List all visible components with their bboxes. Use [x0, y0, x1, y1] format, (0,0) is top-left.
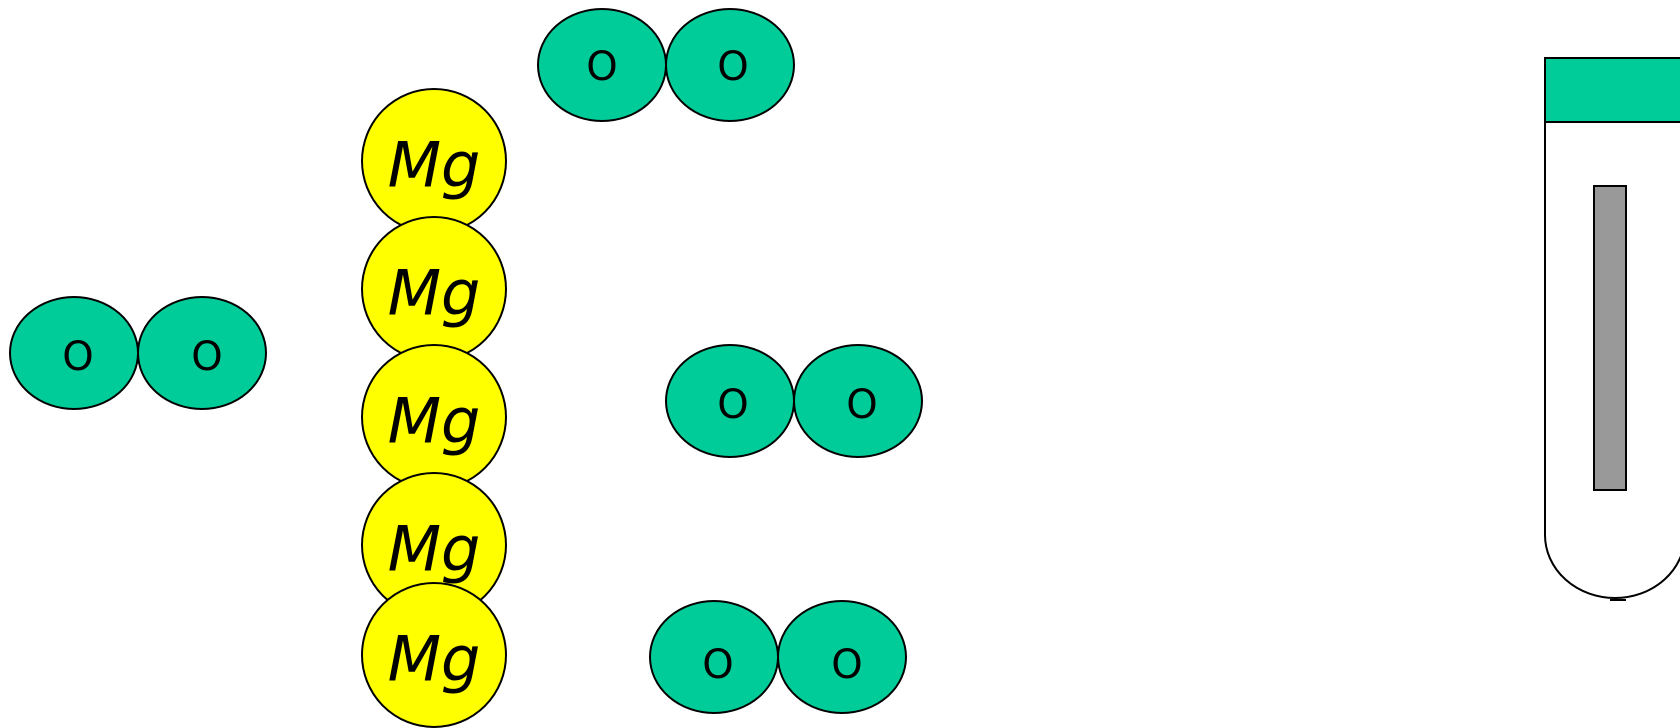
oxygen-molecule: O O: [537, 8, 795, 122]
magnesium-atom: [361, 582, 507, 728]
oxygen-atom: [793, 344, 923, 458]
test-tube-cap: [1544, 57, 1680, 123]
magnesium-atom-label: Mg: [388, 257, 481, 330]
oxygen-atom-label: O: [62, 334, 93, 380]
oxygen-atom-label: O: [717, 44, 748, 90]
oxygen-atom: [137, 296, 267, 410]
magnesium-atom-label: Mg: [388, 513, 481, 586]
oxygen-atom: [777, 600, 907, 714]
oxygen-atom-label: O: [717, 382, 748, 428]
oxygen-molecule: O O: [9, 296, 267, 410]
oxygen-atom-label: O: [191, 334, 222, 380]
oxygen-molecule: O O: [649, 600, 907, 714]
oxygen-atom-label: O: [702, 642, 733, 688]
oxygen-atom-label: O: [831, 642, 862, 688]
magnesium-ribbon: Mg Mg Mg Mg Mg: [361, 88, 507, 728]
oxygen-atom-label: O: [846, 382, 877, 428]
magnesium-atom-label: Mg: [388, 623, 481, 696]
oxygen-molecule: O O: [665, 344, 923, 458]
magnesium-atom-label: Mg: [388, 129, 481, 202]
oxygen-atom: [665, 8, 795, 122]
test-tube: [1544, 57, 1680, 601]
magnesium-atom-label: Mg: [388, 385, 481, 458]
magnesium-ribbon-strip: [1593, 185, 1627, 491]
oxygen-atom-label: O: [586, 44, 617, 90]
